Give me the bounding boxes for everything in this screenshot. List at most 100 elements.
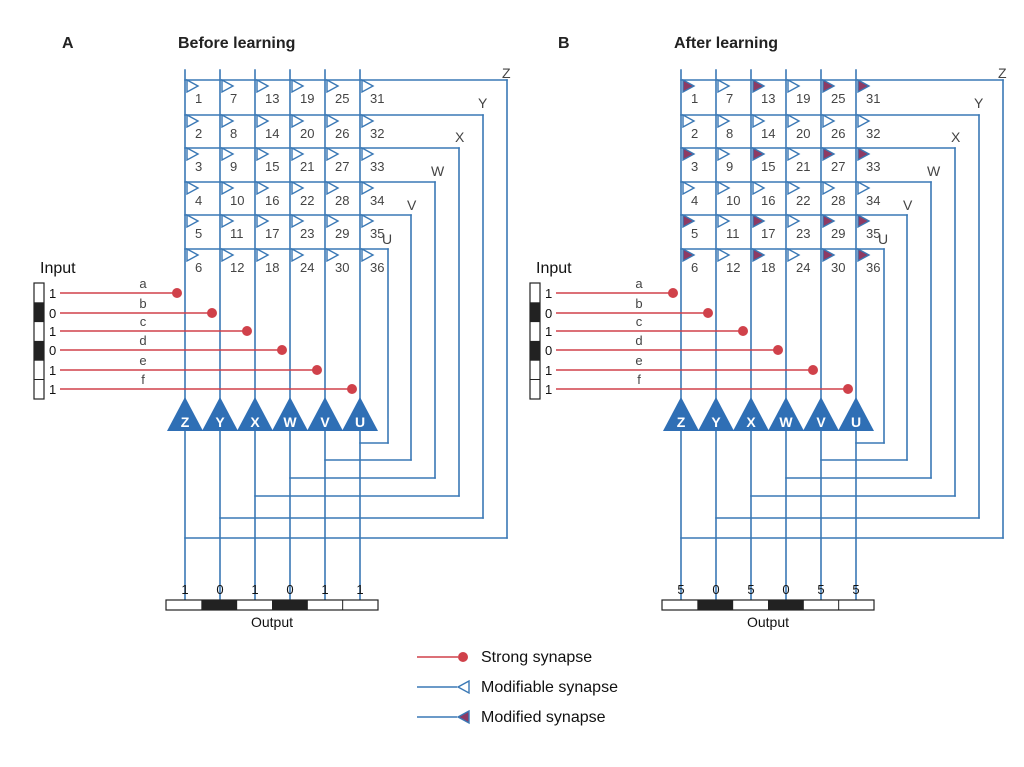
synapse-8 — [221, 113, 235, 129]
synapse-number: 29 — [831, 226, 845, 241]
synapse-number: 3 — [195, 159, 202, 174]
synapse-number: 10 — [230, 193, 244, 208]
neuron-label: W — [779, 414, 793, 430]
synapse-number: 20 — [300, 126, 314, 141]
synapse-number: 33 — [370, 159, 384, 174]
input-value: 1 — [545, 286, 552, 301]
synapse-28 — [822, 180, 836, 196]
output-value: 1 — [356, 582, 363, 597]
output-value: 5 — [677, 582, 684, 597]
strong-synapse — [738, 326, 748, 336]
synapse-10 — [717, 180, 731, 196]
synapse-number: 17 — [265, 226, 279, 241]
synapse-number: 12 — [230, 260, 244, 275]
synapse-number: 13 — [265, 91, 279, 106]
input-line-label: e — [139, 353, 146, 368]
feedback-label-Z: Z — [502, 65, 511, 81]
synapse-number: 21 — [300, 159, 314, 174]
synapse-number: 19 — [796, 91, 810, 106]
synapse-number: 28 — [831, 193, 845, 208]
synapse-27 — [326, 146, 340, 162]
neuron-W — [768, 397, 804, 431]
feedback-label-U: U — [878, 231, 888, 247]
synapse-30 — [822, 247, 836, 263]
synapse-number: 36 — [866, 260, 880, 275]
synapse-number: 26 — [335, 126, 349, 141]
synapse-number: 35 — [370, 226, 384, 241]
output-value: 0 — [216, 582, 223, 597]
legend-modifiable-icon — [456, 679, 470, 695]
synapse-36 — [857, 247, 871, 263]
synapse-1 — [682, 78, 696, 94]
synapse-number: 33 — [866, 159, 880, 174]
synapse-number: 28 — [335, 193, 349, 208]
synapse-1 — [186, 78, 200, 94]
strong-synapse — [277, 345, 287, 355]
neuron-Y — [698, 397, 734, 431]
input-value: 1 — [49, 363, 56, 378]
synapse-number: 22 — [300, 193, 314, 208]
synapse-number: 36 — [370, 260, 384, 275]
synapse-15 — [256, 146, 270, 162]
synapse-25 — [326, 78, 340, 94]
synapse-number: 34 — [370, 193, 384, 208]
input-line-label: b — [635, 296, 642, 311]
neuron-W — [272, 397, 308, 431]
synapse-number: 23 — [796, 226, 810, 241]
output-cell-on — [768, 600, 804, 610]
synapse-21 — [291, 146, 305, 162]
synapse-4 — [186, 180, 200, 196]
neuron-label: Y — [711, 414, 721, 430]
output-value: 0 — [286, 582, 293, 597]
input-line-label: d — [635, 333, 642, 348]
neuron-label: Y — [215, 414, 225, 430]
synapse-9 — [221, 146, 235, 162]
strong-synapse — [773, 345, 783, 355]
strong-synapse — [703, 308, 713, 318]
synapse-number: 32 — [370, 126, 384, 141]
neuron-label: Z — [677, 414, 686, 430]
synapse-number: 19 — [300, 91, 314, 106]
output-value: 0 — [712, 582, 719, 597]
synapse-16 — [752, 180, 766, 196]
synapse-9 — [717, 146, 731, 162]
synapse-number: 5 — [195, 226, 202, 241]
synapse-12 — [221, 247, 235, 263]
input-value: 0 — [49, 306, 56, 321]
feedback-label-X: X — [455, 129, 465, 145]
synapse-13 — [256, 78, 270, 94]
synapse-number: 7 — [726, 91, 733, 106]
legend-strong-dot — [458, 652, 468, 662]
synapse-5 — [682, 213, 696, 229]
synapse-23 — [787, 213, 801, 229]
synapse-5 — [186, 213, 200, 229]
synapse-number: 1 — [195, 91, 202, 106]
synapse-11 — [717, 213, 731, 229]
synapse-21 — [787, 146, 801, 162]
feedback-label-X: X — [951, 129, 961, 145]
neuron-label: X — [250, 414, 260, 430]
synapse-35 — [857, 213, 871, 229]
neuron-X — [733, 397, 769, 431]
input-label: Input — [536, 260, 572, 277]
input-line-label: d — [139, 333, 146, 348]
output-value: 5 — [817, 582, 824, 597]
synapse-number: 30 — [335, 260, 349, 275]
synapse-33 — [857, 146, 871, 162]
neuron-label: W — [283, 414, 297, 430]
panel-letter: B — [558, 35, 570, 52]
synapse-8 — [717, 113, 731, 129]
synapse-number: 9 — [726, 159, 733, 174]
input-line-label: f — [637, 372, 641, 387]
output-cell-on — [201, 600, 237, 610]
input-label: Input — [40, 260, 76, 277]
output-value: 5 — [852, 582, 859, 597]
synapse-22 — [291, 180, 305, 196]
synapse-number: 15 — [265, 159, 279, 174]
neuron-Z — [663, 397, 699, 431]
input-cell-on — [34, 302, 44, 322]
synapse-number: 15 — [761, 159, 775, 174]
